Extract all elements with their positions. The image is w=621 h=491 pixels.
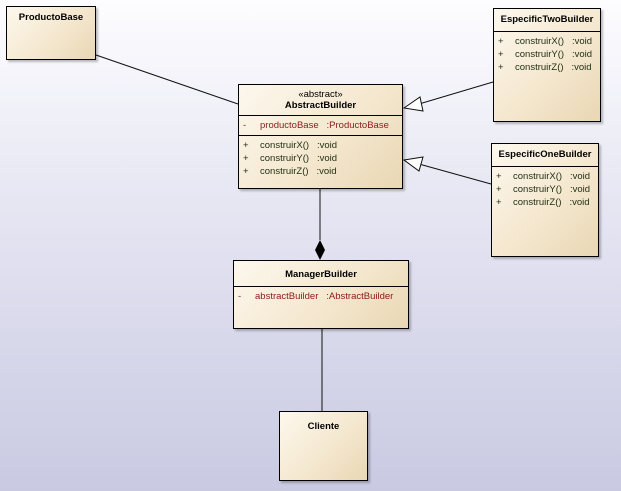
operation: +construirY() :void (498, 49, 593, 60)
composition-diamond (315, 240, 325, 260)
attribute: -abstractBuilder :AbstractBuilder (238, 291, 394, 302)
class-manager-builder[interactable]: ManagerBuilder -abstractBuilder :Abstrac… (233, 260, 409, 329)
class-cliente[interactable]: Cliente (279, 411, 368, 481)
generalization-arrow-two (402, 96, 424, 112)
generalization-two (418, 81, 494, 105)
operation: +construirZ() :void (498, 62, 592, 73)
operation: +construirZ() :void (243, 166, 337, 177)
class-name: AbstractBuilder (284, 100, 357, 111)
class-name: EspecificTwoBuilder (500, 14, 594, 25)
class-especific-one-builder[interactable]: EspecificOneBuilder +construirX() :void … (491, 143, 599, 257)
attribute: -productoBase :ProductoBase (243, 120, 389, 131)
generalization-arrow-one (402, 156, 424, 172)
class-producto-base[interactable]: ProductoBase (6, 6, 96, 60)
association-productobase (95, 54, 239, 105)
class-name: ManagerBuilder (285, 269, 357, 280)
class-especific-two-builder[interactable]: EspecificTwoBuilder +construirX() :void … (493, 8, 601, 122)
operation: +construirZ() :void (496, 197, 590, 208)
operation: +construirX() :void (243, 140, 338, 151)
operation: +construirX() :void (498, 36, 593, 47)
class-name: Cliente (307, 421, 340, 432)
class-abstract-builder[interactable]: «abstract»AbstractBuilder -productoBase … (238, 84, 403, 189)
generalization-one (418, 163, 492, 185)
operation: +construirY() :void (243, 153, 338, 164)
operation: +construirY() :void (496, 184, 591, 195)
class-name: EspecificOneBuilder (498, 149, 592, 160)
class-name: ProductoBase (18, 12, 84, 23)
operation: +construirX() :void (496, 171, 591, 182)
stereotype: «abstract» (298, 89, 343, 100)
